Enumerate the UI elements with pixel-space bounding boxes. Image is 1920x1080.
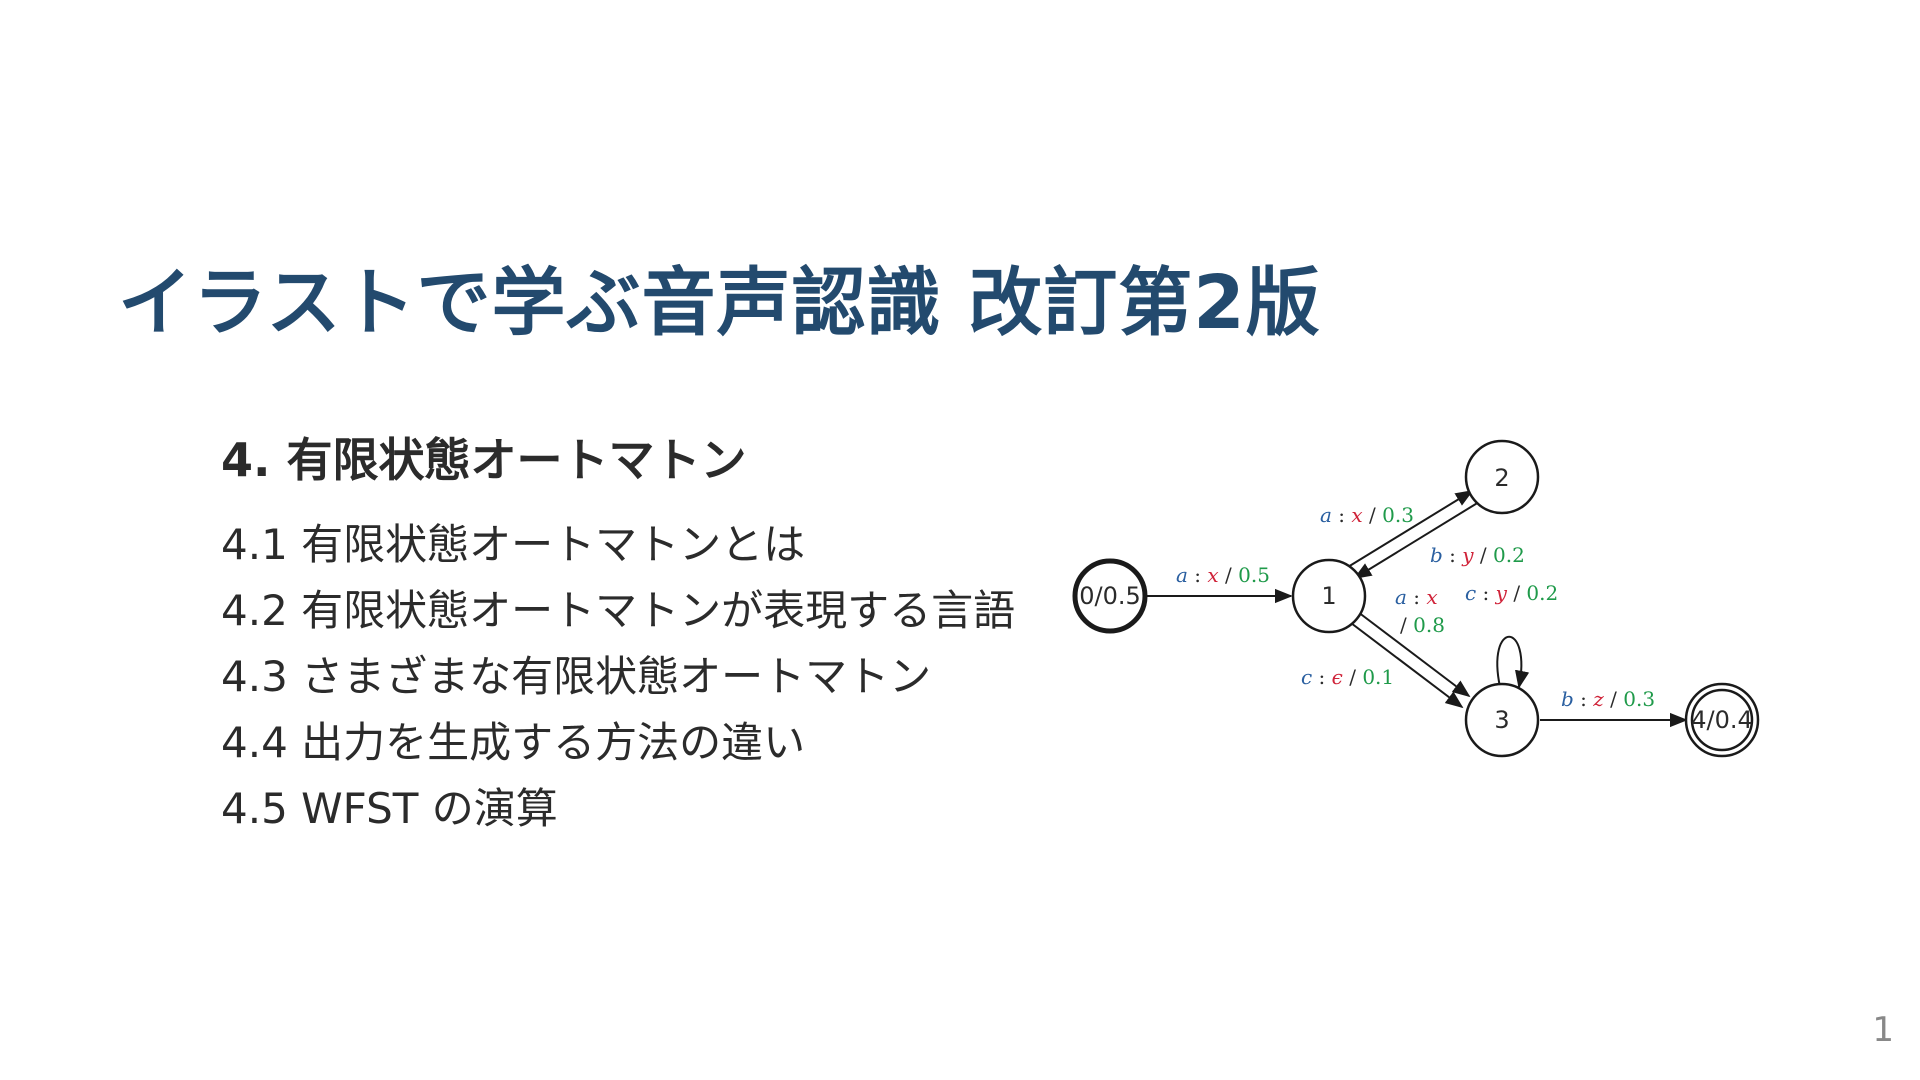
state-2: 2 [1464,439,1540,515]
arc-2-1 [1353,501,1480,579]
arc-label-2-1: b : y / 0.2 [1430,543,1525,567]
arc-label-3-3: c : y / 0.2 [1465,581,1558,605]
state-1: 1 [1291,558,1367,634]
arc-label-1-3-c: c : ϵ / 0.1 [1301,665,1394,689]
page-number: 1 [1872,1010,1894,1050]
section-item: 4.1 有限状態オートマトンとは [221,520,806,569]
wfst-diagram: 0/0.5 1 2 3 4/0.4 a : x / 0.5 a : x / 0.… [1072,439,1760,758]
state-4-final: 4/0.4 [1684,682,1760,758]
state-label: 1 [1321,582,1336,610]
state-label: 0/0.5 [1079,582,1141,610]
section-list: 4.1 有限状態オートマトンとは 4.2 有限状態オートマトンが表現する言語 4… [221,512,1015,842]
arc-3-3-loop [1496,635,1530,689]
arc-label-0-1: a : x / 0.5 [1176,563,1270,587]
arc-label-1-3-a: a : x [1395,585,1438,609]
arc-1-2 [1342,490,1474,571]
section-item: 4.2 有限状態オートマトンが表現する言語 [221,586,1016,635]
state-0: 0/0.5 [1072,558,1148,634]
section-item: 4.5 WFST の演算 [221,784,558,833]
chapter-heading: 4. 有限状態オートマトン [221,433,747,487]
arc-label-3-4: b : z / 0.3 [1561,687,1655,711]
state-label: 4/0.4 [1691,706,1753,734]
section-item: 4.4 出力を生成する方法の違い [221,718,806,767]
state-label: 2 [1494,464,1509,492]
section-item: 4.3 さまざまな有限状態オートマトン [221,652,932,701]
slide-title: イラストで学ぶ音声認識 改訂第2版 [118,260,1321,346]
arc-label-1-3-a-weight: / 0.8 [1400,613,1445,637]
arc-1-3-c [1350,622,1464,709]
arc-label-1-2: a : x / 0.3 [1320,503,1414,527]
arc-1-3-a [1357,611,1471,698]
state-3: 3 [1464,682,1540,758]
state-label: 3 [1494,706,1509,734]
